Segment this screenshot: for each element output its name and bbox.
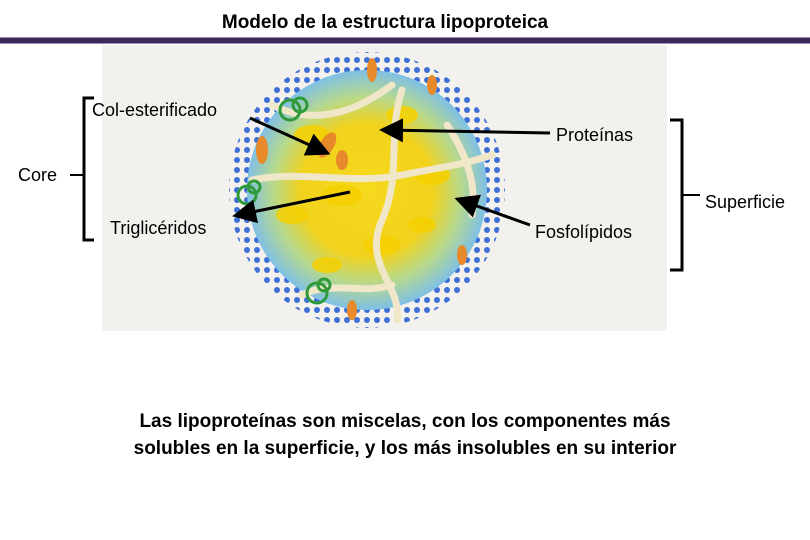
cholesterol-esters (256, 58, 467, 320)
caption: Las lipoproteínas son miscelas, con los … (80, 408, 730, 462)
arrow-col-esterificado (249, 116, 331, 156)
caption-line-2: solubles en la superficie, y los más ins… (133, 438, 677, 459)
label-core: Core (18, 165, 58, 185)
arrow-fosfolipidos (454, 194, 531, 227)
caption-line-1: Las lipoproteínas son miscelas, con los … (139, 411, 671, 432)
core-bracket (82, 96, 94, 242)
lipoprotein-illustration (102, 45, 667, 331)
arrow-proteinas (379, 118, 551, 143)
label-trigliceridos: Triglicéridos (110, 218, 207, 238)
label-col-esterificado: Col-esterificado (92, 100, 218, 120)
label-superficie: Superficie (705, 192, 786, 212)
lipoprotein-particle (229, 52, 505, 328)
title-underline (0, 37, 810, 44)
peripheral-proteins (236, 96, 332, 305)
label-fosfolipidos: Fosfolípidos (535, 222, 633, 242)
label-proteinas: Proteínas (556, 125, 634, 145)
superficie-bracket (670, 118, 684, 272)
diagram-title: Modelo de la estructura lipoproteica (221, 12, 549, 33)
arrow-trigliceridos (232, 190, 351, 224)
